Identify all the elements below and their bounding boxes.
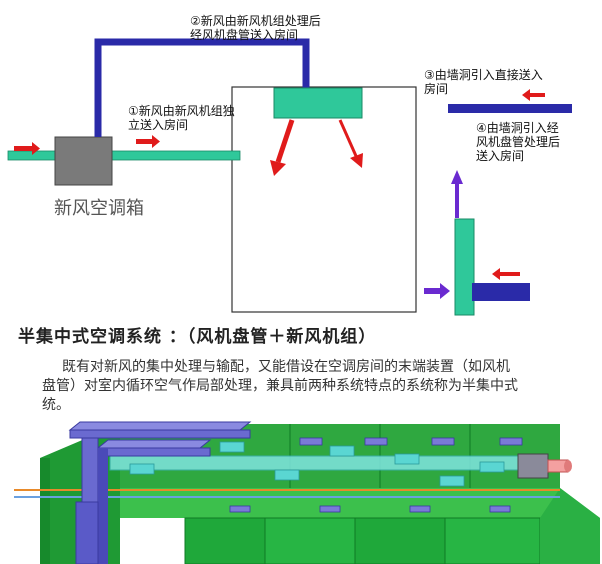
- note-4-line-3: 送入房间: [476, 149, 525, 163]
- arrow-note4-purple: [424, 283, 450, 299]
- note-3-line-1: ③由墙洞引入直接送入: [424, 68, 543, 82]
- ahu-label: 新风空调箱: [54, 198, 144, 219]
- fresh-air-duct-left: [7, 150, 241, 161]
- purple-duct-top: [68, 421, 252, 431]
- wall-fan-coil: [454, 218, 475, 316]
- blue-supply-duct: [94, 38, 310, 137]
- note-3-line-2: 房间: [424, 82, 449, 96]
- note-1: ①新风由新风机组独 立送入房间: [128, 104, 235, 132]
- note-4-line-1: ④由墙洞引入经: [476, 121, 559, 135]
- diffuser-arrow-left: [270, 160, 286, 176]
- section-heading: 半集中式空调系统 ：（风机盘管＋新风机组）: [18, 327, 377, 347]
- note-1-line-1: ①新风由新风机组独: [128, 104, 235, 118]
- paragraph-line-1: 既有对新风的集中处理与输配，又能借设在空调房间的末端装置（如风机: [62, 359, 510, 375]
- paragraph-line-3: 统。: [42, 397, 70, 413]
- arrow-note4-red: [492, 268, 520, 280]
- note-2-line-1: ②新风由新风机组处理后: [190, 14, 321, 28]
- wall-inlet-duct-4: [472, 283, 530, 301]
- diffuser-arrow-right: [350, 153, 363, 168]
- description-paragraph: 既有对新风的集中处理与输配，又能借设在空调房间的末端装置（如风机 盘管）对室内循…: [42, 358, 582, 415]
- arrow-note3: [522, 89, 545, 101]
- note-2-line-2: 经风机盘管送入房间: [190, 28, 299, 42]
- inlet-arrow-left: [14, 142, 40, 155]
- note-4-line-2: 风机盘管处理后: [476, 135, 561, 149]
- note-1-line-2: 立送入房间: [128, 118, 189, 132]
- paragraph-line-2: 盘管）对室内循环空气作局部处理，兼具前两种系统特点的系统称为半集中式: [42, 378, 518, 394]
- end-air-unit: [517, 453, 549, 479]
- note-4: ④由墙洞引入经 风机盘管处理后 送入房间: [476, 121, 560, 163]
- arrow-note1: [136, 135, 160, 148]
- arrow-up-purple: [451, 170, 463, 184]
- airflow-schematic: [7, 38, 572, 316]
- ceiling-fan-coil: [273, 87, 363, 119]
- note-3: ③由墙洞引入直接送入 房间: [424, 68, 543, 96]
- fresh-air-handler: [54, 136, 113, 186]
- room-outline: [231, 86, 417, 313]
- wall-inlet-duct-3: [448, 104, 572, 113]
- note-2: ②新风由新风机组处理后 经风机盘管送入房间: [190, 14, 321, 42]
- building-3d-illustration: [14, 421, 600, 564]
- main-teal-duct: [109, 455, 521, 471]
